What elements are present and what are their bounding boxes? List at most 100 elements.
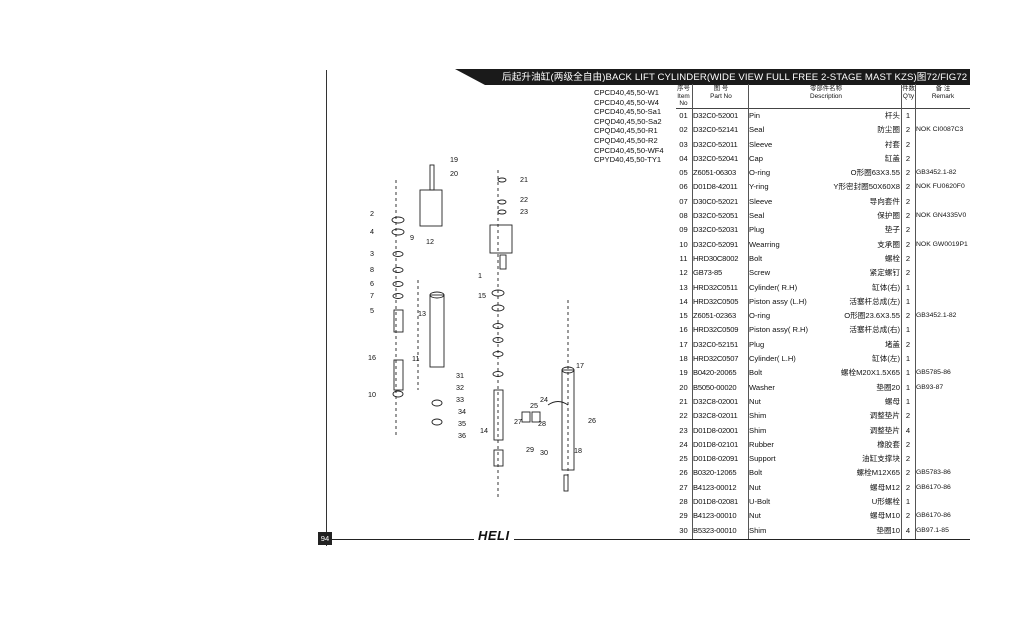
cell-cn: 油缸支撑块: [862, 454, 900, 464]
callout-number: 10: [368, 390, 376, 399]
cell-no: 12: [679, 268, 688, 278]
cell-no: 11: [679, 253, 688, 263]
cell-cn: 缸体(左): [872, 354, 900, 364]
cell-qty: 1: [905, 396, 911, 406]
cell-no: 01: [679, 111, 688, 120]
callout-number: 34: [458, 407, 466, 416]
cell-qty: 1: [905, 368, 911, 378]
cell-en: Shim: [749, 525, 767, 535]
callout-number: 24: [540, 395, 548, 404]
callout-number: 31: [456, 371, 464, 380]
cell-qty: 2: [905, 339, 911, 349]
model-code: CPCD40,45,50-W1: [594, 88, 659, 97]
cell-rm: NOK GW0019P1: [916, 240, 968, 248]
sleeve-part: [391, 228, 405, 236]
model-code: CPQD40,45,50-Sa2: [594, 116, 662, 126]
cell-no: 14: [679, 296, 688, 306]
cell-qty: 1: [905, 382, 911, 392]
cell-no: 05: [679, 168, 688, 178]
cell-en: Y-ring: [749, 182, 769, 192]
cell-pn: D01D8-02001: [693, 425, 739, 435]
cell-en: Plug: [749, 225, 765, 235]
cell-cn: 调整垫片: [869, 411, 900, 421]
model-code: CPCD40,45,50-WF4: [594, 145, 664, 155]
cell-no: 24: [679, 439, 688, 449]
nut-part: [497, 177, 507, 183]
cell-qty: 4: [905, 425, 911, 435]
cell-no: 23: [679, 425, 688, 435]
cell-en: Screw: [749, 268, 771, 278]
cell-rm: GB3452.1-82: [916, 312, 957, 320]
cell-no: 08: [679, 211, 688, 221]
cell-no: 30: [679, 525, 688, 535]
cell-en: Plug: [749, 339, 765, 349]
column-divider: [748, 84, 749, 539]
cell-pn: D32C0-52031: [693, 225, 739, 235]
piston-part: [393, 359, 404, 391]
cell-no: 29: [679, 511, 688, 521]
callout-number: 16: [368, 353, 376, 362]
cell-en: Pin: [749, 111, 760, 120]
support-part: [521, 411, 531, 423]
shim-part: [497, 199, 507, 205]
bolt-part: [563, 474, 569, 492]
cell-cn: 螺栓M20X1.5X65: [840, 368, 900, 378]
cell-no: 03: [679, 139, 688, 149]
oring-part: [392, 267, 404, 273]
bolt-part: [499, 254, 507, 270]
sleeve-part: [392, 293, 404, 299]
cell-pn: Z6051-06303: [693, 168, 736, 178]
cell-qty: 2: [905, 468, 911, 478]
callout-number: 22: [520, 195, 528, 204]
callout-number: 17: [576, 361, 584, 370]
callout-number: 4: [370, 227, 374, 236]
cell-en: Seal: [749, 211, 765, 221]
cell-no: 02: [679, 125, 688, 135]
piston-part: [493, 389, 504, 441]
callout-number: 32: [456, 383, 464, 392]
cell-rm: GB5783-86: [916, 469, 951, 477]
cell-qty: 1: [905, 325, 911, 335]
cell-pn: D01D8-02081: [693, 497, 739, 507]
page-number: 94: [318, 532, 332, 545]
cell-pn: HRD32C0509: [693, 325, 739, 335]
model-code: CPQD40,45,50-R2: [594, 135, 658, 145]
cell-qty: 4: [905, 525, 911, 535]
cell-pn: B0420-20065: [693, 368, 737, 378]
cell-en: Bolt: [749, 468, 763, 478]
cell-pn: D32C0-52141: [693, 125, 739, 135]
cell-pn: D32C0-52001: [693, 111, 739, 120]
cell-cn: 螺栓M12X65: [856, 468, 900, 478]
cell-en: Piston assy( R.H): [749, 325, 809, 335]
shim-part: [431, 418, 443, 426]
cell-en: Sleeve: [749, 196, 773, 206]
callout-number: 18: [574, 446, 582, 455]
cell-rm: GB5785-86: [916, 369, 951, 377]
cell-pn: HRD32C0511: [693, 282, 738, 292]
cell-cn: 缸盖: [884, 153, 900, 163]
cell-en: Rubber: [749, 439, 774, 449]
cell-en: Nut: [749, 396, 761, 406]
callout-number: 35: [458, 419, 466, 428]
callout-number: 28: [538, 419, 546, 428]
callout-number: 9: [410, 233, 414, 242]
cell-en: Bolt: [749, 253, 763, 263]
cell-qty: 2: [905, 239, 911, 249]
